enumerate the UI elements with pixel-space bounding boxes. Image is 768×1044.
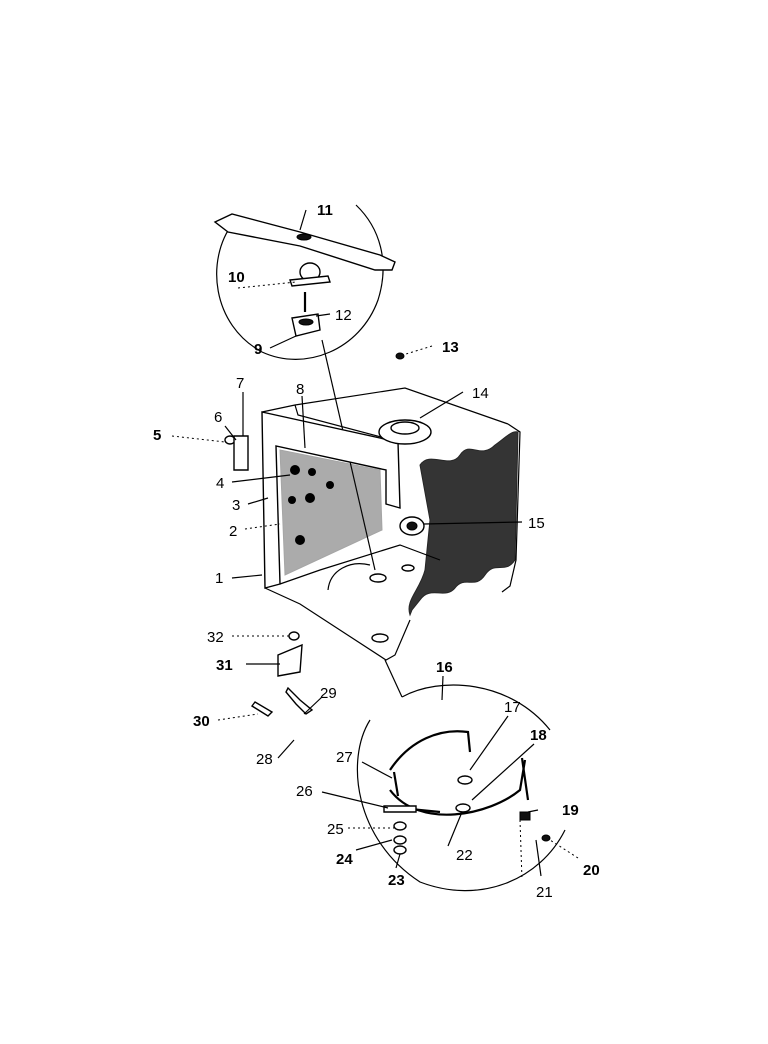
callout-28: 28 — [256, 751, 273, 768]
callout-8: 8 — [296, 381, 304, 398]
callout-12: 12 — [335, 307, 352, 324]
callout-11: 11 — [317, 202, 333, 219]
callout-10: 10 — [228, 269, 245, 286]
callout-3: 3 — [232, 497, 240, 514]
callout-2: 2 — [229, 523, 237, 540]
callout-16: 16 — [436, 659, 453, 676]
heating-element-detail — [356, 659, 566, 892]
callout-32: 32 — [207, 629, 224, 646]
callout-9: 9 — [254, 341, 262, 358]
callout-27: 27 — [336, 749, 353, 766]
callout-24: 24 — [336, 851, 353, 868]
callout-25: 25 — [327, 821, 344, 838]
callout-18: 18 — [530, 727, 547, 744]
callout-6: 6 — [214, 409, 222, 426]
callout-23: 23 — [388, 872, 405, 889]
callout-13: 13 — [442, 339, 459, 356]
callout-5: 5 — [153, 427, 161, 444]
callout-31: 31 — [216, 657, 233, 674]
callout-labels: 1 2 3 4 5 6 7 8 9 10 11 12 13 14 15 16 1… — [153, 202, 600, 901]
callout-4: 4 — [216, 475, 224, 492]
leader-lines — [171, 209, 579, 877]
callout-30: 30 — [193, 713, 210, 730]
callout-26: 26 — [296, 783, 313, 800]
tub-assembly — [261, 387, 521, 661]
callout-1: 1 — [215, 570, 223, 587]
callout-22: 22 — [456, 847, 473, 864]
callout-29: 29 — [320, 685, 337, 702]
spray-arm-detail — [213, 204, 396, 360]
callout-21: 21 — [536, 884, 553, 901]
callout-14: 14 — [472, 385, 489, 402]
callout-7: 7 — [236, 375, 244, 392]
callout-20: 20 — [583, 862, 600, 879]
callout-19: 19 — [562, 802, 579, 819]
callout-15: 15 — [528, 515, 545, 532]
callout-17: 17 — [504, 699, 521, 716]
small-parts-lower-left — [250, 631, 314, 717]
